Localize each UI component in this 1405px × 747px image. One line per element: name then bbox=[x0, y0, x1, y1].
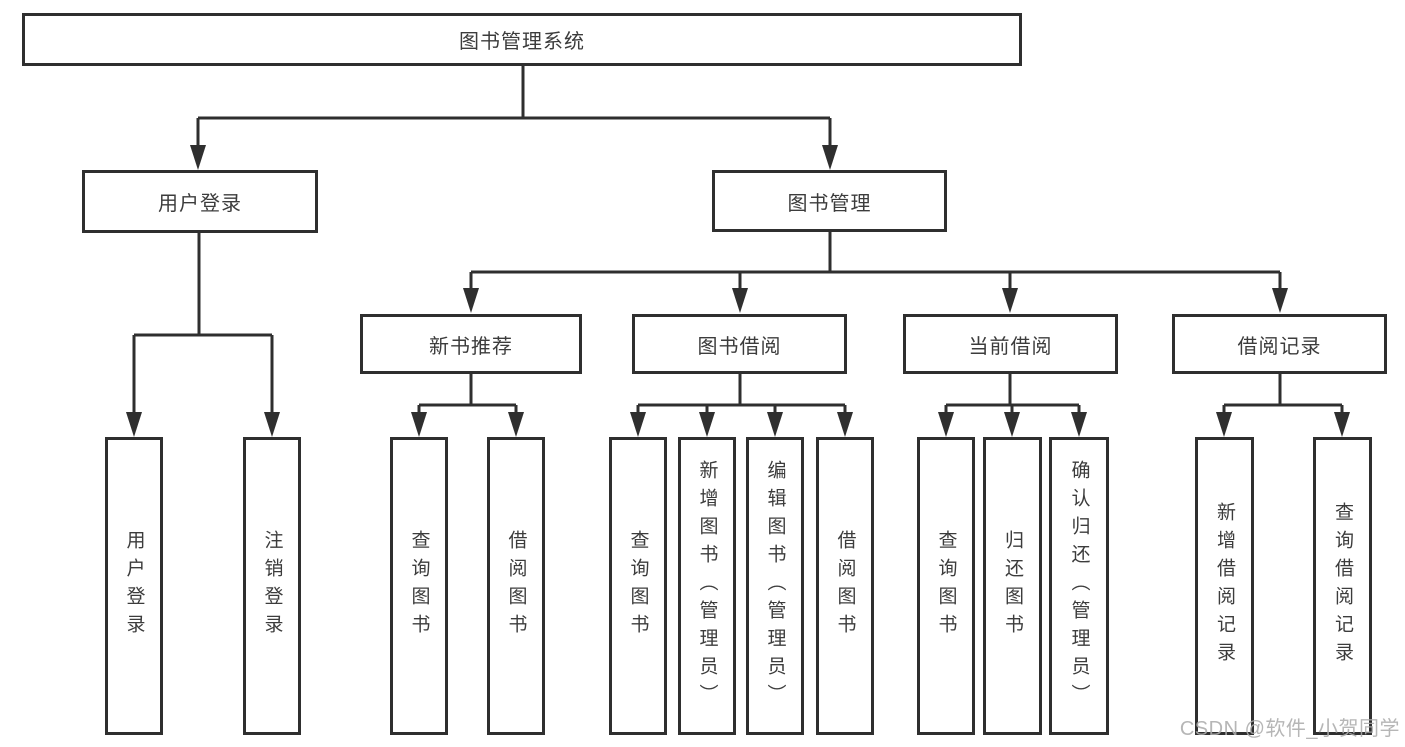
connector-current-borrow-to-leaves bbox=[938, 374, 1087, 437]
leaf-return-book: 归还图书 bbox=[983, 437, 1042, 735]
connector-book-management-to-level3 bbox=[463, 232, 1288, 313]
connector-new-book-to-leaves bbox=[411, 374, 524, 437]
connector-user-login-to-leaves bbox=[126, 233, 280, 437]
leaf-borrow-book-2: 借阅图书 bbox=[816, 437, 874, 735]
leaf-confirm-return-admin: 确认归还（管理员） bbox=[1049, 437, 1109, 735]
node-current-borrow: 当前借阅 bbox=[903, 314, 1118, 374]
node-user-login: 用户登录 bbox=[82, 170, 318, 233]
node-new-book-recommend: 新书推荐 bbox=[360, 314, 582, 374]
leaf-add-book-admin: 新增图书（管理员） bbox=[678, 437, 736, 735]
leaf-query-book-3: 查询图书 bbox=[917, 437, 975, 735]
leaf-add-borrow-record: 新增借阅记录 bbox=[1195, 437, 1254, 735]
connector-root-to-level2 bbox=[190, 66, 838, 170]
leaf-query-borrow-record: 查询借阅记录 bbox=[1313, 437, 1372, 735]
connector-book-borrow-to-leaves bbox=[630, 374, 853, 437]
csdn-watermark: CSDN @软件_小贺同学 bbox=[1179, 718, 1400, 740]
leaf-logout: 注销登录 bbox=[243, 437, 301, 735]
node-book-borrow: 图书借阅 bbox=[632, 314, 847, 374]
leaf-query-book-1: 查询图书 bbox=[390, 437, 448, 735]
node-borrow-record: 借阅记录 bbox=[1172, 314, 1387, 374]
leaf-query-book-2: 查询图书 bbox=[609, 437, 667, 735]
leaf-borrow-book-1: 借阅图书 bbox=[487, 437, 545, 735]
node-book-management: 图书管理 bbox=[712, 170, 947, 232]
leaf-user-login: 用户登录 bbox=[105, 437, 163, 735]
node-root-system: 图书管理系统 bbox=[22, 13, 1022, 66]
leaf-edit-book-admin: 编辑图书（管理员） bbox=[746, 437, 804, 735]
connector-borrow-record-to-leaves bbox=[1216, 374, 1350, 437]
